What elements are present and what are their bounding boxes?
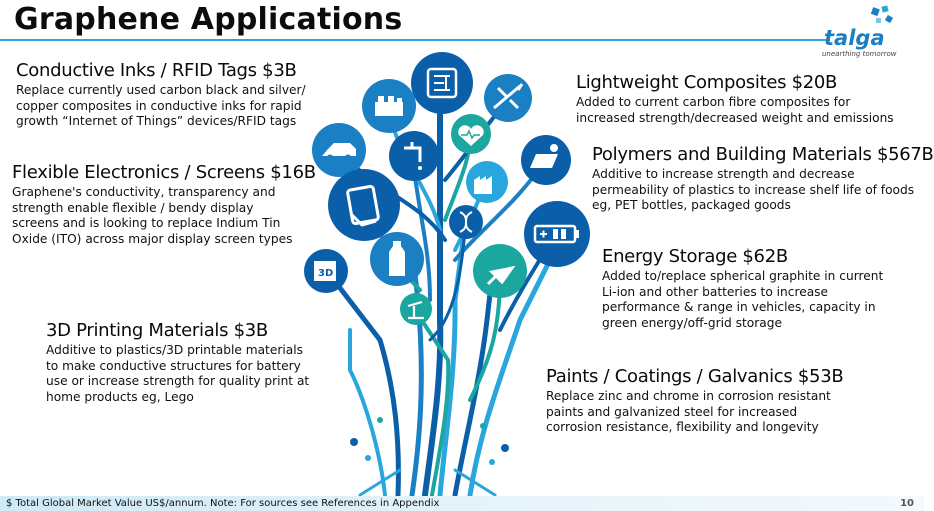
3d-printer-label: 3D	[318, 268, 333, 279]
section-body: Added to/replace spherical graphite in c…	[602, 269, 884, 330]
faucet-icon	[389, 131, 439, 181]
battery-icon	[524, 201, 590, 267]
section-3d-printing: 3D Printing Materials $3B Additive to pl…	[46, 320, 309, 405]
section-paints-coatings: Paints / Coatings / Galvanics $53B Repla…	[546, 366, 844, 436]
section-heading: Flexible Electronics / Screens $16B	[12, 162, 316, 183]
section-lightweight-composites: Lightweight Composites $20B Added to cur…	[576, 72, 894, 126]
tablet-hand-icon	[328, 169, 400, 241]
solar-panel-icon	[521, 135, 571, 185]
footer-bar	[0, 496, 924, 511]
section-heading: Paints / Coatings / Galvanics $53B	[546, 366, 844, 387]
section-body: Replace currently used carbon black and …	[16, 83, 306, 128]
section-conductive-inks: Conductive Inks / RFID Tags $3B Replace …	[16, 60, 306, 130]
logo-wordmark: talga	[824, 26, 885, 50]
paint-brush-icon	[473, 244, 527, 298]
lego-brick-icon	[362, 79, 416, 133]
3d-printer-icon: 3D	[304, 249, 348, 293]
oil-pump-icon	[400, 293, 432, 325]
section-heading: Energy Storage $62B	[602, 246, 788, 267]
section-body: Replace zinc and chrome in corrosion res…	[546, 389, 831, 434]
airplane-icon	[484, 74, 532, 122]
section-heading: Conductive Inks / RFID Tags $3B	[16, 60, 297, 81]
section-flexible-electronics: Flexible Electronics / Screens $16B Grap…	[12, 162, 316, 247]
section-body: Graphene's conductivity, transparency an…	[12, 185, 293, 246]
section-polymers: Polymers and Building Materials $567B Ad…	[592, 144, 934, 214]
chip-icon	[411, 52, 473, 114]
section-heading: Polymers and Building Materials $567B	[592, 144, 934, 165]
section-heading: 3D Printing Materials $3B	[46, 320, 268, 341]
title-divider	[0, 39, 830, 41]
factory-icon	[466, 161, 508, 203]
section-energy-storage: Energy Storage $62B Added to/replace sph…	[602, 246, 883, 331]
page-number: 10	[900, 498, 914, 509]
section-body: Additive to plastics/3D printable materi…	[46, 343, 310, 404]
section-heading: Lightweight Composites $20B	[576, 72, 838, 93]
dna-icon	[449, 205, 483, 239]
section-body: Added to current carbon fibre composites…	[576, 95, 894, 125]
logo-tagline: unearthing tomorrow	[822, 50, 897, 58]
logo-mark-icon	[870, 5, 894, 24]
car-icon	[312, 123, 366, 177]
section-body: Additive to increase strength and decrea…	[592, 167, 915, 212]
bottle-icon	[370, 232, 424, 286]
heart-monitor-icon	[451, 114, 491, 154]
footer-note: $ Total Global Market Value US$/annum. N…	[6, 498, 440, 509]
talga-logo: talga unearthing tomorrow	[814, 4, 914, 58]
page-title: Graphene Applications	[14, 2, 403, 37]
